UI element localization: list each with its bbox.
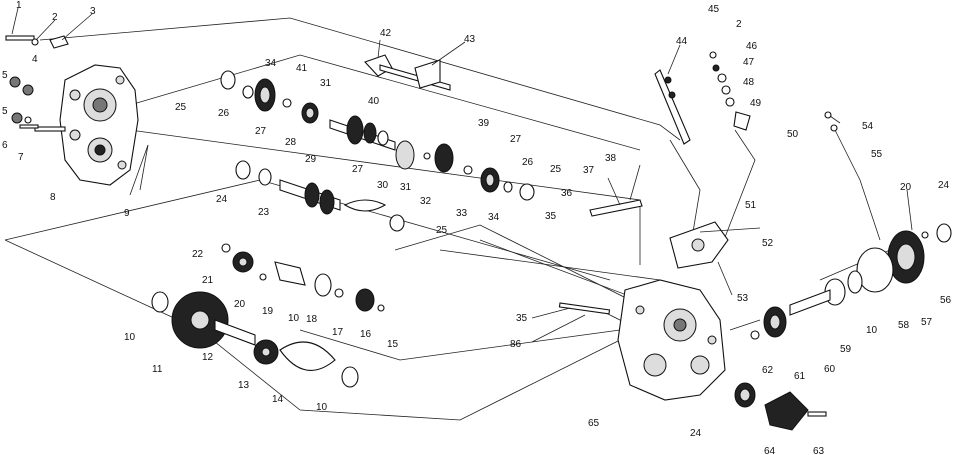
callout-label: 34 (488, 212, 500, 223)
left-case-half (59, 64, 139, 186)
callout-label: 31 (400, 182, 412, 193)
callout-label: 16 (360, 329, 372, 340)
callout-label: 25 (436, 225, 448, 236)
callout-label: 33 (456, 208, 468, 219)
callout-label: 24 (938, 180, 950, 191)
callout-label: 7 (18, 152, 24, 163)
callout-label: 21 (202, 275, 214, 286)
rod-parts (558, 199, 643, 315)
callout-label: 38 (605, 153, 617, 164)
callout-label: 56 (940, 295, 952, 306)
callout-label: 30 (377, 180, 389, 191)
callout-label: 27 (510, 134, 522, 145)
callout-label: 9 (124, 208, 130, 219)
callout-label: 5 (2, 106, 8, 117)
callout-label: 41 (296, 63, 308, 74)
callout-label: 61 (794, 371, 806, 382)
callout-label: 47 (743, 57, 755, 68)
callout-label: 29 (305, 154, 317, 165)
callout-label: 10 (866, 325, 878, 336)
callout-label: 40 (368, 96, 380, 107)
callout-label: 57 (921, 317, 933, 328)
shift-forks (364, 54, 451, 91)
callout-label: 36 (561, 188, 573, 199)
callout-label: 43 (464, 34, 476, 45)
callout-label: 24 (216, 194, 228, 205)
callout-label: 20 (900, 182, 912, 193)
callout-label: 53 (737, 293, 749, 304)
callout-label: 4 (32, 54, 38, 65)
callout-label: 10 (124, 332, 136, 343)
callout-label: 48 (743, 77, 755, 88)
callout-label: 6 (2, 140, 8, 151)
callout-label: 32 (420, 196, 432, 207)
callout-label: 27 (255, 126, 267, 137)
callout-leaders (11, 7, 913, 343)
callout-label: 86 (510, 339, 522, 350)
callout-label: 25 (175, 102, 187, 113)
callout-label: 64 (764, 446, 776, 455)
upper-shaft-assembly (220, 70, 535, 201)
callout-label: 65 (588, 418, 600, 429)
assembly-guide-lines (4, 17, 891, 421)
callout-label: 2 (52, 12, 58, 23)
callout-label: 1 (16, 0, 22, 11)
callout-label: 25 (550, 164, 562, 175)
callout-label: 39 (478, 118, 490, 129)
callout-label: 10 (288, 313, 300, 324)
callout-label: 55 (871, 149, 883, 160)
callout-label: 45 (708, 4, 720, 15)
callout-label: 24 (690, 428, 702, 439)
lower-left-assembly (151, 243, 385, 388)
callout-label: 13 (238, 380, 250, 391)
callout-label: 35 (545, 211, 557, 222)
callout-label: 63 (813, 446, 825, 455)
callout-label: 26 (522, 157, 534, 168)
callout-label: 58 (898, 320, 910, 331)
upper-right-hardware (654, 51, 838, 145)
left-fasteners (5, 35, 69, 132)
callout-label: 3 (90, 6, 96, 17)
callout-label: 17 (332, 327, 344, 338)
callout-label: 20 (234, 299, 246, 310)
callout-label: 60 (824, 364, 836, 375)
callout-label: 11 (152, 364, 163, 375)
callout-label: 8 (50, 192, 56, 203)
callout-label: 50 (787, 129, 799, 140)
callout-label: 51 (745, 200, 757, 211)
callout-label: 34 (265, 58, 277, 69)
bracket-assembly (669, 221, 729, 269)
callout-label: 19 (262, 306, 274, 317)
callout-label: 15 (387, 339, 399, 350)
callout-label: 35 (516, 313, 528, 324)
bottom-right-parts (734, 382, 827, 431)
callout-label: 28 (285, 137, 297, 148)
right-case-half (617, 279, 726, 401)
callout-label: 44 (676, 36, 688, 47)
callout-label: 10 (316, 402, 328, 413)
callout-label: 22 (192, 249, 204, 260)
callout-label: 46 (746, 41, 758, 52)
callout-label: 37 (583, 165, 595, 176)
callout-label: 54 (862, 121, 874, 132)
output-shaft-assembly (750, 223, 952, 340)
callout-label: 49 (750, 98, 762, 109)
callout-label: 12 (202, 352, 214, 363)
callout-label: 23 (258, 207, 270, 218)
callout-label: 62 (762, 365, 774, 376)
callout-label: 14 (272, 394, 284, 405)
callout-label: 31 (320, 78, 332, 89)
middle-shaft-assembly (235, 160, 405, 232)
callout-label: 59 (840, 344, 852, 355)
callout-label: 52 (762, 238, 774, 249)
callout-label: 27 (352, 164, 364, 175)
callout-label: 26 (218, 108, 230, 119)
callout-label: 18 (306, 314, 318, 325)
callout-label: 2 (736, 19, 742, 30)
callout-label: 42 (380, 28, 392, 39)
callout-label: 5 (2, 70, 8, 81)
